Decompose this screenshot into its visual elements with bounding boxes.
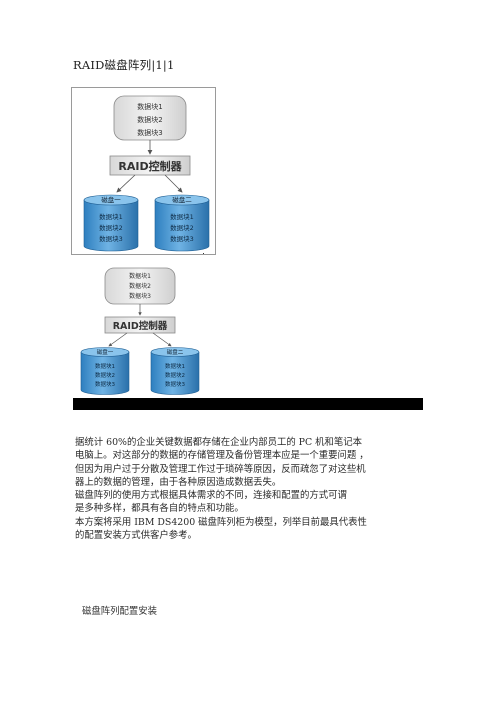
disk-1-cylinder [80, 347, 130, 395]
raid1-diagram-large-svg: 数据块1 数据块2 数据块3 RAID控制器 磁盘一 数据块1 数据块2 数据块… [83, 95, 210, 252]
paragraph-line: 磁盘阵列的使用方式根据具体需求的不同，连接和配置的方式可谓 [75, 490, 347, 502]
data-block-label: 数据块3 [129, 292, 151, 300]
arrow-to-disk2 [164, 174, 183, 193]
data-block-label: 数据块2 [129, 282, 151, 290]
disk-block-label: 数据块3 [165, 380, 186, 388]
disk-block-label: 数据块1 [95, 362, 115, 370]
raid1-diagram-large: 数据块1 数据块2 数据块3 RAID控制器 磁盘一 数据块1 数据块2 数据块… [71, 87, 216, 255]
arrow-to-disk1 [108, 332, 128, 347]
disk-block-label: 数据块1 [170, 212, 194, 221]
raid-controller-box [109, 155, 191, 176]
disk-block-label: 数据块2 [99, 223, 123, 232]
section-heading: 磁盘阵列配置安装 [82, 606, 158, 617]
disk-1-label: 磁盘一 [101, 195, 121, 204]
paragraph-line: 是多种多样，都具有各自的特点和功能。 [75, 503, 244, 515]
data-block-label: 数据块1 [129, 272, 151, 280]
disk-block-label: 数据块2 [95, 371, 115, 379]
raid1-diagram-small-svg: 数据块1 数据块2 数据块3 RAID控制器 磁盘一 数据块1 数据块2 数据块… [80, 267, 200, 395]
disk-1-cylinder [83, 194, 139, 252]
paragraph-line: 器上的数据的管理，由于各种原因造成数据丢失。 [75, 476, 282, 488]
paragraph-line: 但因为用户过于分散及管理工作过于琐碎等原因，反而疏忽了对这些机 [75, 463, 366, 475]
data-block-label: 数据块3 [137, 128, 162, 137]
arrow-to-disk1 [116, 174, 136, 193]
paragraph-line: 的配置安装方式供客户参考。 [75, 530, 197, 542]
stray-dot [203, 253, 204, 254]
raid-controller-label: RAID控制器 [113, 320, 168, 332]
disk-block-label: 数据块3 [99, 234, 123, 243]
disk-1-label: 磁盘一 [97, 348, 114, 356]
disk-block-label: 数据块3 [170, 234, 194, 243]
disk-block-label: 数据块2 [170, 223, 194, 232]
data-block-label: 数据块1 [137, 102, 162, 111]
disk-2-label: 磁盘二 [172, 195, 192, 204]
disk-block-label: 数据块1 [165, 362, 185, 370]
raid-controller-label: RAID控制器 [118, 159, 182, 173]
disk-block-label: 数据块2 [165, 371, 185, 379]
disk-block-label: 数据块1 [99, 212, 123, 221]
disk-2-cylinder [150, 347, 200, 395]
raid1-diagram-small: 数据块1 数据块2 数据块3 RAID控制器 磁盘一 数据块1 数据块2 数据块… [73, 262, 207, 398]
raid-controller-box [104, 316, 176, 334]
document-title: RAID磁盘阵列|1|1 [73, 58, 175, 72]
disk-2-label: 磁盘二 [167, 348, 184, 356]
data-block-label: 数据块2 [137, 115, 162, 124]
arrow-to-disk2 [152, 332, 172, 347]
body-paragraph: 据统计 60%的企业关键数据都存储在企业内部员工的 PC 机和笔记本 电脑上。对… [75, 436, 405, 542]
paragraph-line: 据统计 60%的企业关键数据都存储在企业内部员工的 PC 机和笔记本 [75, 437, 363, 448]
black-bar [73, 398, 423, 410]
paragraph-line: 本方案将采用 IBM DS4200 磁盘阵列柜为模型，列举目前最具代表性 [75, 516, 367, 528]
paragraph-line: 电脑上。对这部分的数据的存储管理及备份管理本应是一个重要问题 ， [75, 450, 369, 462]
disk-block-label: 数据块3 [95, 380, 116, 388]
disk-2-cylinder [154, 194, 210, 252]
